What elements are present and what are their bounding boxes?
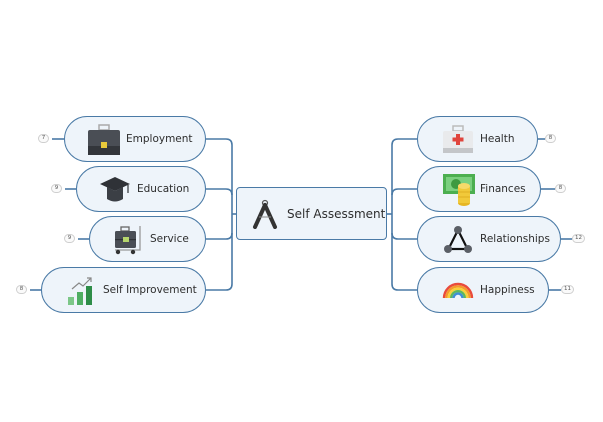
branch-label: Finances — [480, 183, 526, 195]
branch-label: Relationships — [480, 233, 550, 245]
branch-label: Education — [137, 183, 190, 195]
branch-relationships[interactable]: Relationships — [417, 216, 561, 262]
connector-health — [391, 138, 417, 291]
count-badge: 8 — [16, 285, 27, 294]
connector-service — [206, 232, 233, 240]
network-nodes-icon — [444, 226, 472, 253]
briefcase-icon — [88, 124, 120, 155]
count-badge: 11 — [561, 285, 574, 294]
count-badge: 8 — [555, 184, 566, 193]
branch-service[interactable]: Service — [89, 216, 206, 262]
connector-employment — [206, 138, 233, 291]
count-badge: 9 — [64, 234, 75, 243]
drafting-compass-icon — [253, 199, 277, 229]
graduation-cap-icon — [100, 177, 130, 202]
branch-finances[interactable]: Finances — [417, 166, 541, 212]
rainbow-icon — [442, 282, 474, 299]
branch-education[interactable]: Education — [76, 166, 206, 212]
branch-label: Happiness — [480, 284, 535, 296]
growth-chart-icon — [68, 277, 92, 305]
money-coins-icon — [443, 174, 475, 206]
connector-finances — [391, 188, 417, 196]
branch-happiness[interactable]: Happiness — [417, 267, 549, 313]
branch-label: Service — [150, 233, 189, 245]
count-badge: 7 — [38, 134, 49, 143]
branch-employment[interactable]: Employment — [64, 116, 206, 162]
branch-label: Employment — [126, 133, 193, 145]
count-badge: 9 — [51, 184, 62, 193]
connector-education — [206, 188, 233, 196]
branch-label: Health — [480, 133, 515, 145]
central-topic-label: Self Assessment — [287, 206, 386, 221]
first-aid-kit-icon — [443, 125, 473, 153]
count-badge: 12 — [572, 234, 585, 243]
luggage-cart-icon — [115, 226, 141, 255]
count-badge: 8 — [545, 134, 556, 143]
branch-health[interactable]: Health — [417, 116, 538, 162]
branch-label: Self Improvement — [103, 284, 197, 296]
branch-self-improvement[interactable]: Self Improvement — [41, 267, 206, 313]
central-topic[interactable]: Self Assessment — [236, 187, 387, 240]
connector-relationships — [391, 232, 417, 240]
